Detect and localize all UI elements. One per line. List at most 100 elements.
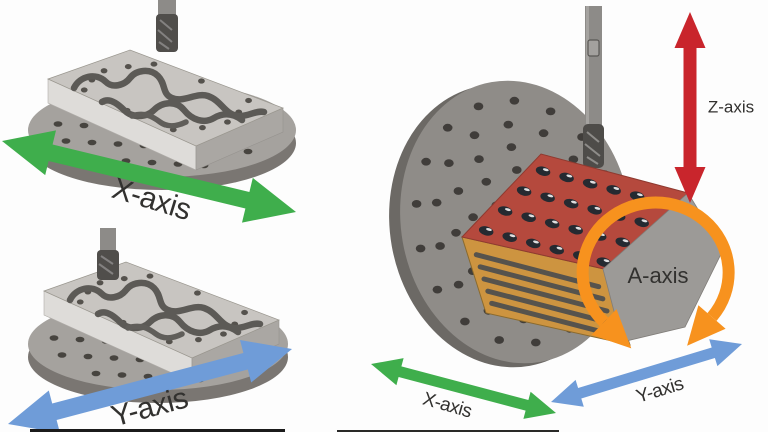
disc-hole	[431, 198, 442, 207]
fixture-hole-highlight	[613, 186, 620, 190]
disc-hole	[531, 338, 541, 347]
toolpath-engraving	[70, 67, 268, 129]
plate-hole	[147, 159, 157, 166]
fixture-hole-highlight	[566, 174, 573, 178]
fixture-hole-highlight	[486, 228, 492, 231]
fixture-slot	[489, 300, 618, 338]
fixture-hole-highlight	[603, 259, 610, 263]
plate-hole	[57, 352, 67, 358]
disc-hole	[538, 129, 549, 138]
disc-hole	[453, 187, 464, 195]
clamp-hole	[146, 273, 154, 279]
fixture-slot	[485, 288, 614, 326]
plate-hole	[243, 148, 253, 155]
plate-hole	[61, 138, 71, 144]
disc-hole	[469, 131, 480, 140]
disc-hole	[451, 228, 461, 237]
clamp-hole	[76, 299, 84, 305]
clamp-hole	[80, 87, 88, 93]
plate-hole	[87, 139, 97, 146]
a-axis-rotation-arrow	[576, 196, 735, 349]
fixture-hole-highlight	[523, 188, 530, 192]
clamp-hole	[150, 61, 158, 67]
fixture-hole-highlight	[542, 168, 549, 172]
disc-hole	[442, 123, 453, 132]
y-axis-arrow	[8, 340, 292, 432]
clamp-hole	[245, 97, 252, 104]
disc-hole	[474, 155, 484, 164]
plate-hole	[49, 335, 59, 341]
x-axis-arrow	[2, 130, 296, 223]
workpiece-block	[43, 261, 280, 383]
a-axis-label: A-axis	[627, 263, 688, 288]
a-axis-arrowhead-left	[591, 309, 632, 349]
clamp-hole	[120, 275, 128, 282]
disc-hole	[453, 280, 464, 289]
disc-hole	[568, 155, 579, 164]
bottom-artifact-bar-right	[337, 430, 559, 432]
plate-hole	[113, 141, 123, 147]
fixture-hole-highlight	[570, 200, 577, 204]
disc-hole	[494, 336, 505, 344]
fixture-block	[461, 153, 724, 346]
fixture-hole-highlight	[528, 214, 535, 218]
clamp-hole	[195, 337, 202, 343]
four-axis-figure: Z-axis A-axis X-axis Y-axis	[371, 6, 754, 422]
a-axis-arrowhead-right	[687, 305, 726, 346]
z-axis-arrow	[674, 12, 706, 203]
fixture-hole-highlight	[547, 194, 554, 198]
disc-hole	[435, 242, 445, 250]
fixture-hole-highlight	[641, 219, 648, 223]
disc-hole	[506, 143, 517, 152]
fixture-hole-highlight	[622, 239, 629, 243]
workpiece-block	[47, 49, 284, 171]
disc-hole	[512, 166, 522, 174]
plate-hole	[109, 355, 119, 361]
x-axis-arrow	[371, 358, 556, 419]
fixture-hole-highlight	[504, 208, 511, 212]
disc-hole	[545, 107, 556, 116]
disc-hole	[473, 102, 484, 111]
plate-hole	[53, 121, 63, 127]
three-axis-x-figure: X-axis	[2, 0, 296, 227]
clamp-hole	[220, 331, 227, 337]
plate-hole	[75, 336, 85, 343]
plate-hole	[91, 370, 101, 377]
disc-hole	[444, 159, 454, 168]
three-axis-y-figure: Y-axis	[8, 228, 292, 432]
clamp-hole	[194, 290, 201, 296]
fixture-hole-highlight	[575, 226, 582, 230]
fixture-hole-highlight	[556, 246, 563, 250]
end-mill-tool	[156, 0, 178, 52]
fixture-hole-highlight	[552, 220, 558, 224]
disc-hole	[481, 177, 492, 186]
clamp-hole	[198, 78, 205, 84]
disc-hole	[468, 213, 478, 222]
clamp-hole	[199, 125, 206, 131]
clamp-hole	[241, 309, 248, 316]
disc-hole	[432, 285, 443, 294]
fixture-hole-highlight	[589, 180, 596, 184]
fixture-hole-highlight	[533, 240, 539, 244]
toolpath-engraving	[66, 279, 264, 341]
y-axis-arrow	[551, 339, 742, 407]
clamp-hole	[224, 119, 231, 125]
fixture-hole-highlight	[509, 234, 516, 238]
end-mill-tool	[583, 6, 604, 168]
z-axis-label: Z-axis	[708, 97, 754, 116]
disc-hole	[509, 96, 520, 105]
clamp-hole	[124, 63, 132, 70]
bottom-artifact-bar-left	[30, 429, 285, 432]
clamp-hole	[96, 280, 104, 286]
plate-hole	[83, 353, 93, 360]
disc-hole	[503, 120, 514, 129]
clamp-hole	[100, 68, 108, 74]
disc-hole	[421, 157, 431, 166]
fixture-hole-highlight	[594, 206, 601, 210]
plate-hole	[117, 372, 127, 378]
fixture-hole-highlight	[636, 193, 643, 197]
plate-hole	[79, 122, 89, 129]
disc-hole	[460, 317, 470, 326]
